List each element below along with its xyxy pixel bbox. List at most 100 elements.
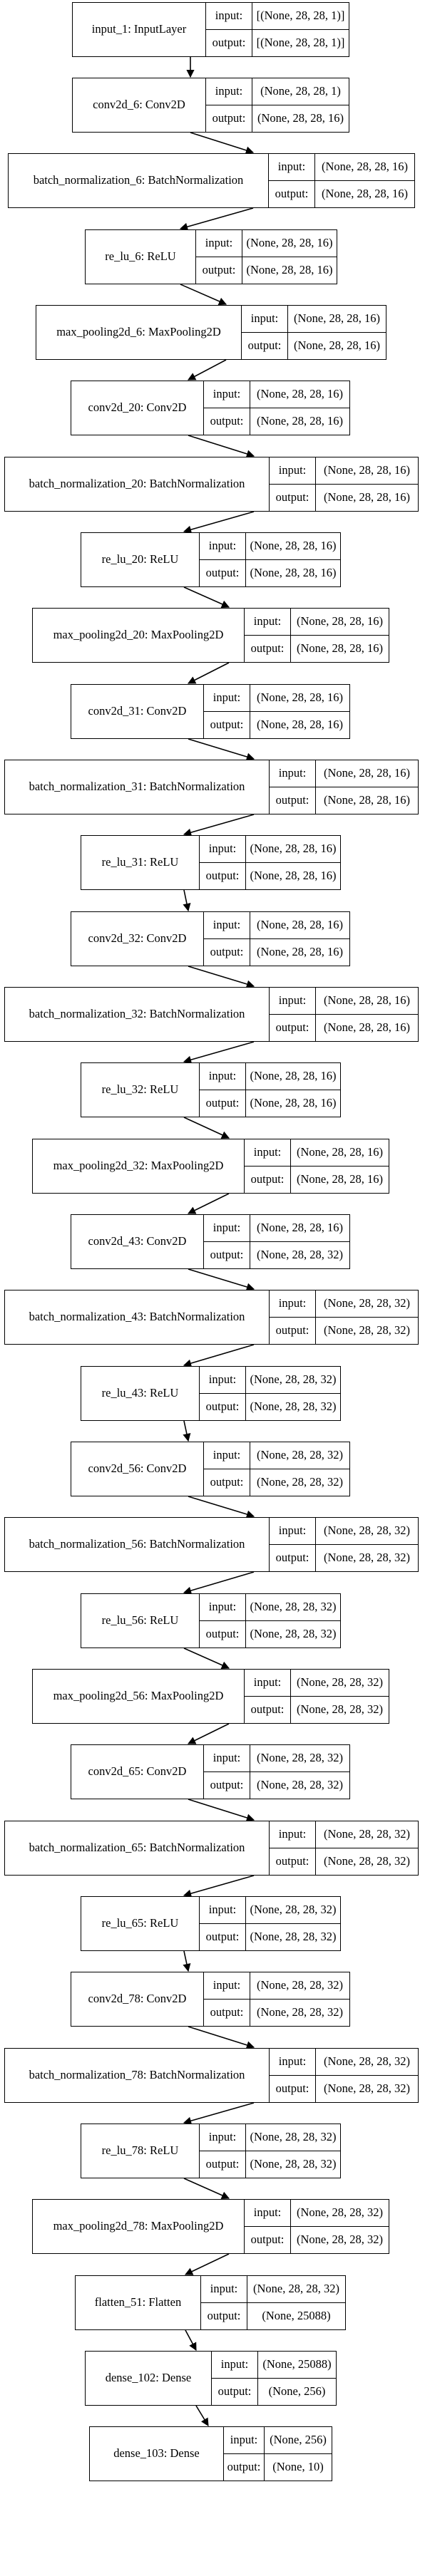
input-row: input:(None, 28, 28, 32): [270, 2049, 418, 2075]
output-shape: (None, 28, 28, 32): [297, 1702, 383, 1717]
output-label: output:: [204, 1242, 250, 1268]
input-label: input:: [269, 154, 315, 180]
output-shape: (None, 28, 28, 32): [257, 1475, 343, 1489]
input-label: input:: [206, 78, 252, 105]
input-row: input:(None, 25088): [212, 2352, 336, 2378]
input-row: input:(None, 28, 28, 16): [204, 1215, 349, 1241]
input-label: input:: [204, 685, 250, 711]
output-row: output:(None, 28, 28, 32): [200, 2151, 340, 2178]
output-row: output:(None, 28, 28, 16): [204, 938, 349, 966]
edge-arrow: [183, 2178, 230, 2200]
output-label: output:: [200, 2151, 246, 2178]
input-row: input:(None, 28, 28, 32): [245, 2200, 389, 2226]
input-label: input:: [270, 1290, 316, 1317]
layer-name: conv2d_32: Conv2D: [71, 912, 204, 966]
input-row: input:(None, 28, 28, 32): [270, 1821, 418, 1848]
output-row: output:(None, 28, 28, 32): [270, 1317, 418, 1344]
output-row: output:(None, 28, 28, 32): [200, 1393, 340, 1420]
output-label: output:: [245, 636, 291, 662]
input-row: input:[(None, 28, 28, 1)]: [206, 3, 349, 29]
input-shape: (None, 25088): [262, 2357, 332, 2371]
output-label: output:: [269, 181, 315, 207]
output-label: output:: [204, 1469, 250, 1496]
output-shape: (None, 28, 28, 16): [297, 641, 383, 656]
output-row: output:(None, 28, 28, 16): [270, 1014, 418, 1041]
output-shape: (None, 28, 28, 16): [294, 338, 380, 353]
edge-arrow: [188, 435, 255, 458]
layer-name: conv2d_56: Conv2D: [71, 1442, 204, 1496]
edge-arrow: [183, 1950, 191, 1972]
output-shape: (None, 28, 28, 32): [324, 1551, 410, 1565]
input-shape: (None, 28, 28, 32): [253, 2282, 339, 2296]
output-shape: (None, 28, 28, 16): [324, 1020, 410, 1035]
layer-name: re_lu_32: ReLU: [81, 1063, 200, 1117]
output-shape: (None, 28, 28, 32): [257, 1778, 343, 1792]
output-row: output:(None, 28, 28, 32): [270, 1848, 418, 1875]
input-row: input:(None, 28, 28, 16): [196, 230, 337, 257]
input-row: input:(None, 256): [224, 2427, 332, 2453]
input-label: input:: [196, 230, 242, 257]
edge-arrow: [188, 1496, 255, 1519]
input-label: input:: [200, 1897, 246, 1923]
output-label: output:: [200, 560, 246, 586]
layer-node: batch_normalization_65: BatchNormalizati…: [4, 1821, 419, 1876]
input-label: input:: [270, 988, 316, 1014]
output-row: output:(None, 28, 28, 16): [204, 711, 349, 738]
output-shape: (None, 28, 28, 16): [250, 566, 337, 580]
output-label: output:: [224, 2454, 265, 2481]
output-shape: (None, 28, 28, 32): [324, 1854, 410, 1868]
input-row: input:(None, 28, 28, 16): [245, 609, 389, 635]
layer-name: max_pooling2d_56: MaxPooling2D: [33, 1670, 245, 1723]
input-row: input:(None, 28, 28, 16): [269, 154, 414, 180]
input-label: input:: [204, 912, 250, 938]
input-row: input:(None, 28, 28, 16): [204, 381, 349, 408]
output-shape: (None, 28, 28, 32): [324, 2081, 410, 2096]
edge-arrow: [185, 2329, 197, 2351]
output-row: output:(None, 28, 28, 32): [204, 1999, 349, 2026]
input-label: input:: [245, 2200, 291, 2226]
edge-arrow: [188, 2026, 255, 2049]
output-shape: (None, 28, 28, 16): [246, 263, 333, 277]
output-label: output:: [204, 408, 250, 435]
input-label: input:: [204, 381, 250, 408]
layer-node: batch_normalization_6: BatchNormalizatio…: [8, 153, 415, 208]
layer-name: batch_normalization_65: BatchNormalizati…: [5, 1821, 270, 1875]
output-shape: (None, 256): [268, 2384, 326, 2399]
input-label: input:: [200, 2124, 246, 2151]
input-label: input:: [200, 1063, 246, 1090]
output-row: output:(None, 28, 28, 16): [269, 180, 414, 207]
edge-arrow: [183, 889, 191, 912]
input-shape: (None, 28, 28, 32): [250, 2130, 337, 2144]
input-label: input:: [204, 1745, 250, 1771]
input-label: input:: [245, 1139, 291, 1166]
input-row: input:(None, 28, 28, 32): [245, 1670, 389, 1696]
edge-arrow: [188, 738, 255, 761]
output-shape: (None, 10): [272, 2460, 324, 2474]
input-shape: (None, 28, 28, 16): [294, 311, 380, 326]
layer-name: max_pooling2d_6: MaxPooling2D: [36, 306, 242, 359]
input-row: input:(None, 28, 28, 32): [204, 1972, 349, 1999]
input-shape: (None, 28, 28, 32): [250, 1372, 337, 1387]
input-label: input:: [201, 2276, 247, 2302]
edge-arrow: [183, 1344, 255, 1367]
output-row: output:(None, 25088): [201, 2302, 345, 2329]
input-shape: (None, 28, 28, 32): [257, 1978, 343, 1992]
edge-arrow: [183, 1420, 191, 1442]
output-row: output:(None, 28, 28, 16): [270, 484, 418, 511]
input-label: input:: [270, 2049, 316, 2075]
layer-name: batch_normalization_6: BatchNormalizatio…: [9, 154, 269, 207]
input-row: input:(None, 28, 28, 16): [242, 306, 386, 332]
output-label: output:: [270, 2076, 316, 2102]
input-label: input:: [245, 1670, 291, 1696]
output-shape: (None, 28, 28, 16): [324, 490, 410, 505]
layer-node: batch_normalization_56: BatchNormalizati…: [4, 1517, 419, 1572]
input-label: input:: [200, 1367, 246, 1393]
layer-name: re_lu_43: ReLU: [81, 1367, 200, 1420]
edge-arrow: [179, 207, 254, 231]
